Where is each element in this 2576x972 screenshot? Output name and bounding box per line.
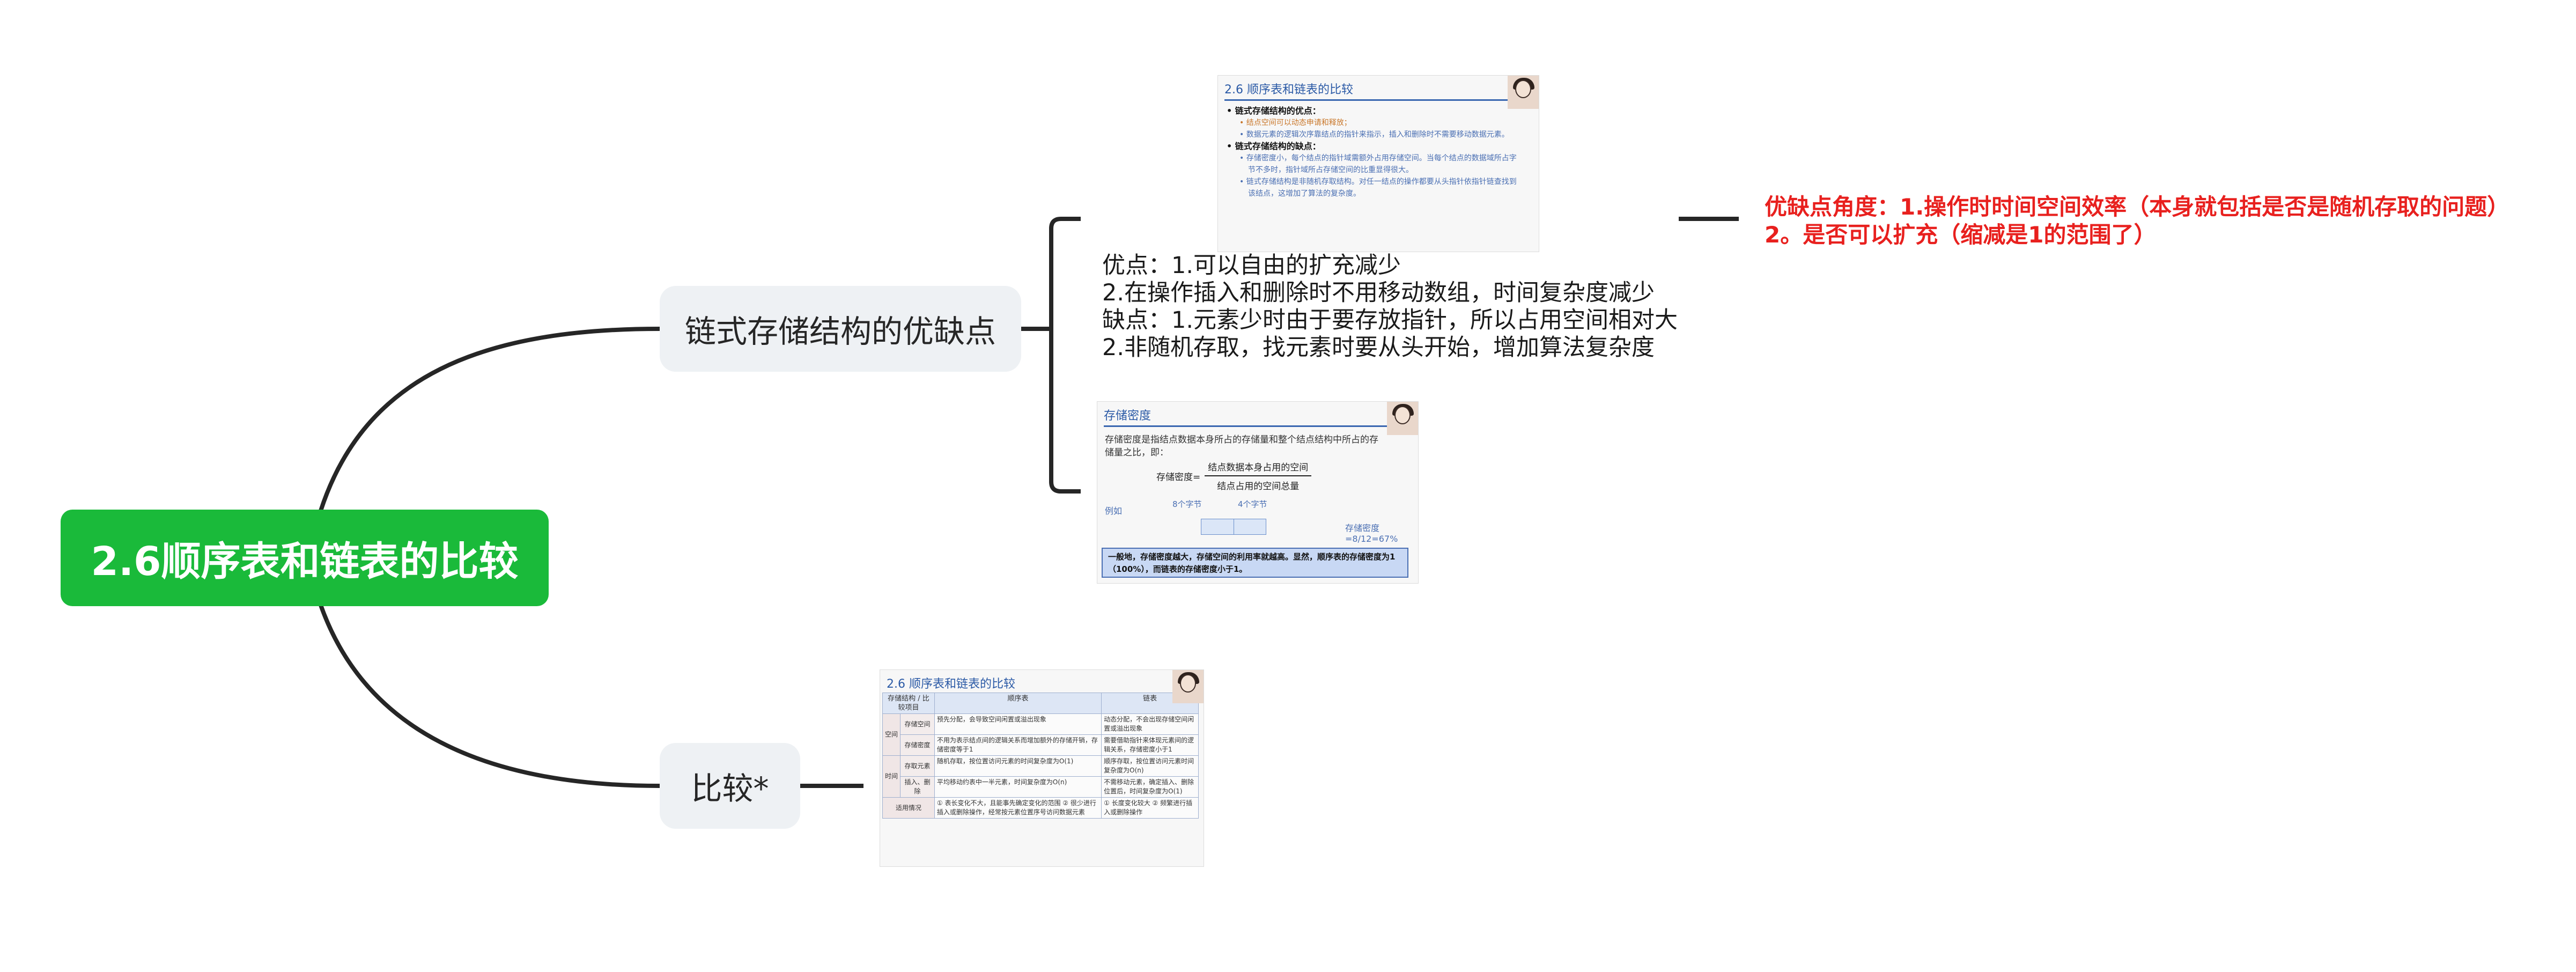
formula-numerator: 结点数据本身占用的空间: [1208, 462, 1309, 473]
note-line: 缺点：1.元素少时由于要存放指针，所以占用空间相对大: [1102, 307, 1678, 334]
slide-header: 2.6 顺序表和链表的比较: [1224, 83, 1353, 97]
cell: 动态分配，不会出现存储空间闲置或溢出现象: [1101, 713, 1199, 735]
note-line: 2.非随机存取，找元素时要从头开始，增加算法复杂度: [1102, 334, 1655, 361]
table-row: 空间 存储空间 预先分配，会导致空间闲置或溢出现象 动态分配，不会出现存储空间闲…: [882, 713, 1199, 756]
cell: 不用为表示结点间的逻辑关系而增加额外的存储开销，存储密度等于1: [934, 734, 1102, 756]
cell: 顺序存取，按位置访问元素时间复杂度为O(n): [1101, 755, 1199, 777]
slide-header: 2.6 顺序表和链表的比较: [887, 678, 1015, 691]
red-note-line: 2。是否可以扩充（缩减是1的范围了）: [1765, 222, 2157, 248]
row-label: 存取元素: [900, 755, 935, 777]
topic-linked-storage-pros-cons[interactable]: 链式存储结构的优缺点: [660, 286, 1021, 372]
cell: 随机存取，按位置访问元素的时间复杂度为O(1): [934, 755, 1102, 777]
table-row: 适用情况 ① 表长变化不大，且能事先确定变化的范围 ② 很少进行插入或删除操作，…: [882, 797, 1199, 819]
formula-label: 存储密度=: [1156, 472, 1201, 483]
density-formula: 存储密度= 结点数据本身占用的空间 结点占用的空间总量: [1156, 460, 1312, 492]
connector-root-advantages: [319, 327, 660, 512]
slide-line: 节不多时，指针域所占存储空间的比重显得很大。: [1248, 166, 1413, 174]
formula-fraction: 结点数据本身占用的空间 结点占用的空间总量: [1205, 460, 1312, 492]
topic-comparison[interactable]: 比较*: [660, 743, 800, 829]
bytes-left-label: 8个字节: [1172, 499, 1202, 509]
cell: 需要借助指针来体现元素间的逻辑关系，存储密度小于1: [1101, 734, 1199, 756]
slide-rule: [1224, 99, 1532, 101]
presenter-avatar: [1387, 402, 1418, 435]
table-row: 时间 存取元素 随机存取，按位置访问元素的时间复杂度为O(1) 顺序存取，按位置…: [882, 755, 1199, 798]
red-annotation[interactable]: 优缺点角度：1.操作时时间空间效率（本身就包括是否是随机存取的问题） 2。是否可…: [1765, 193, 2509, 249]
slide-line: • 链式存储结构的缺点：: [1227, 141, 1321, 151]
density-definition: 存储密度是指结点数据本身所占的存储量和整个结点结构中所占的存储量之比，即：: [1105, 435, 1378, 458]
slide-image-comparison-table[interactable]: 2.6 顺序表和链表的比较 存储结构 / 比较项目 顺序表 链表 空间 存储空间…: [880, 669, 1204, 867]
example-label: 例如: [1105, 506, 1123, 516]
note-line: 优点：1.可以自由的扩充减少: [1102, 252, 1401, 279]
red-note-line: 优缺点角度：1.操作时时间空间效率（本身就包括是否是随机存取的问题）: [1765, 194, 2510, 220]
presenter-avatar: [1172, 670, 1204, 703]
slide-image-pros-cons[interactable]: 2.6 顺序表和链表的比较 • 链式存储结构的优点： • 结点空间可以动态申请和…: [1217, 75, 1539, 252]
bracket-advantages-children: [1049, 217, 1081, 494]
cell: 不需移动元素，确定插入、删除位置后，时间复杂度为O(1): [1101, 776, 1199, 798]
fraction-bar: [1205, 475, 1312, 476]
row-label: 存储空间: [900, 713, 935, 735]
cell: ① 表长变化不大，且能事先确定变化的范围 ② 很少进行插入或删除操作，经常按元素…: [934, 797, 1102, 819]
bytes-right-label: 4个字节: [1238, 499, 1267, 509]
pros-cons-note[interactable]: 优点：1.可以自由的扩充减少 2.在操作插入和删除时不用移动数组，时间复杂度减少…: [1102, 252, 1678, 362]
table-corner: 存储结构 / 比较项目: [882, 693, 935, 714]
slide-line: • 存储密度小，每个结点的指针域需额外占用存储空间。当每个结点的数据域所占字: [1239, 154, 1517, 163]
note-line: 2.在操作插入和删除时不用移动数组，时间复杂度减少: [1102, 279, 1655, 306]
presenter-avatar: [1508, 76, 1539, 109]
slide-header: 存储密度: [1104, 409, 1152, 423]
row-label: 存储密度: [900, 734, 935, 756]
slide-line: • 链式存储结构的优点：: [1227, 106, 1321, 116]
table-row: 存储密度 不用为表示结点间的逻辑关系而增加额外的存储开销，存储密度等于1 需要借…: [883, 734, 1199, 756]
slide-line: • 结点空间可以动态申请和释放；: [1239, 119, 1352, 127]
connector-root-compare: [319, 604, 660, 788]
density-result: 存储密度=8/12=67%: [1345, 523, 1398, 544]
group-time: 时间: [882, 755, 901, 798]
group-space: 空间: [882, 713, 901, 756]
slide-rule: [1104, 425, 1412, 427]
slide-image-storage-density[interactable]: 存储密度 存储密度是指结点数据本身所占的存储量和整个结点结构中所占的存储量之比，…: [1097, 401, 1419, 584]
slide-line: • 数据元素的逻辑次序靠结点的指针来指示，插入和删除时不需要移动数据元素。: [1239, 130, 1509, 139]
table-header-seq: 顺序表: [934, 693, 1102, 714]
node-diagram: [1201, 519, 1266, 535]
table-row: 插入、删除 平均移动约表中一半元素，时间复杂度为O(n) 不需移动元素，确定插入…: [883, 776, 1199, 798]
density-summary: 一般地，存储密度越大，存储空间的利用率就越高。显然，顺序表的存储密度为1（100…: [1102, 548, 1408, 578]
row-label: 插入、删除: [900, 776, 935, 798]
slide-line: • 链式存储结构是非随机存取结构。对任一结点的操作都要从头指针依指针链查找到: [1239, 178, 1517, 186]
formula-denominator: 结点占用的空间总量: [1217, 481, 1300, 492]
root-topic[interactable]: 2.6顺序表和链表的比较: [61, 510, 549, 606]
slide-line: 该结点，这增加了算法的复杂度。: [1248, 189, 1361, 198]
cell: ① 长度变化较大 ② 频繁进行插入或删除操作: [1101, 797, 1199, 819]
cell: 平均移动约表中一半元素，时间复杂度为O(n): [934, 776, 1102, 798]
comparison-table: 存储结构 / 比较项目 顺序表 链表 空间 存储空间 预先分配，会导致空间闲置或…: [882, 693, 1199, 819]
group-usage: 适用情况: [882, 797, 935, 819]
cell: 预先分配，会导致空间闲置或溢出现象: [934, 713, 1102, 735]
